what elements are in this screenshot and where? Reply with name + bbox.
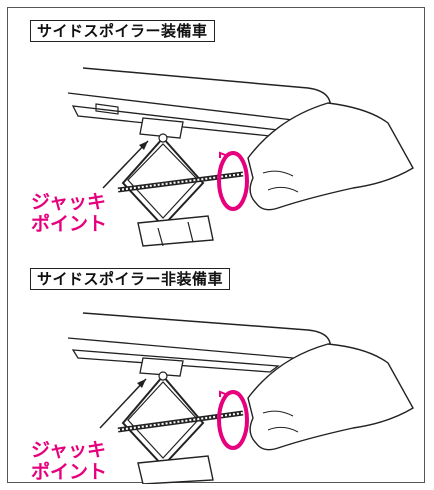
jack-illustration-2 xyxy=(67,312,414,484)
jack-point-label-line1: ジャッキ xyxy=(31,439,107,461)
jack-point-label-line2: ポイント xyxy=(31,213,108,235)
section-title: サイドスポイラー非装備車 xyxy=(30,268,231,290)
figure-frame: サイドスポイラー装備車 ジャッキ ポイント xyxy=(7,7,426,484)
section-with-spoiler: サイドスポイラー装備車 ジャッキ ポイント xyxy=(8,8,426,258)
section-without-spoiler: サイドスポイラー非装備車 ジャッキ ポイント xyxy=(8,258,426,484)
jack-point-label: ジャッキ ポイント xyxy=(31,439,107,483)
section-title: サイドスポイラー装備車 xyxy=(30,20,215,42)
jack-point-label: ジャッキ ポイント xyxy=(31,191,107,235)
jack-illustration-1 xyxy=(67,67,414,247)
jack-point-label-line2: ポイント xyxy=(31,461,108,483)
jack-point-label-line1: ジャッキ xyxy=(31,191,107,213)
